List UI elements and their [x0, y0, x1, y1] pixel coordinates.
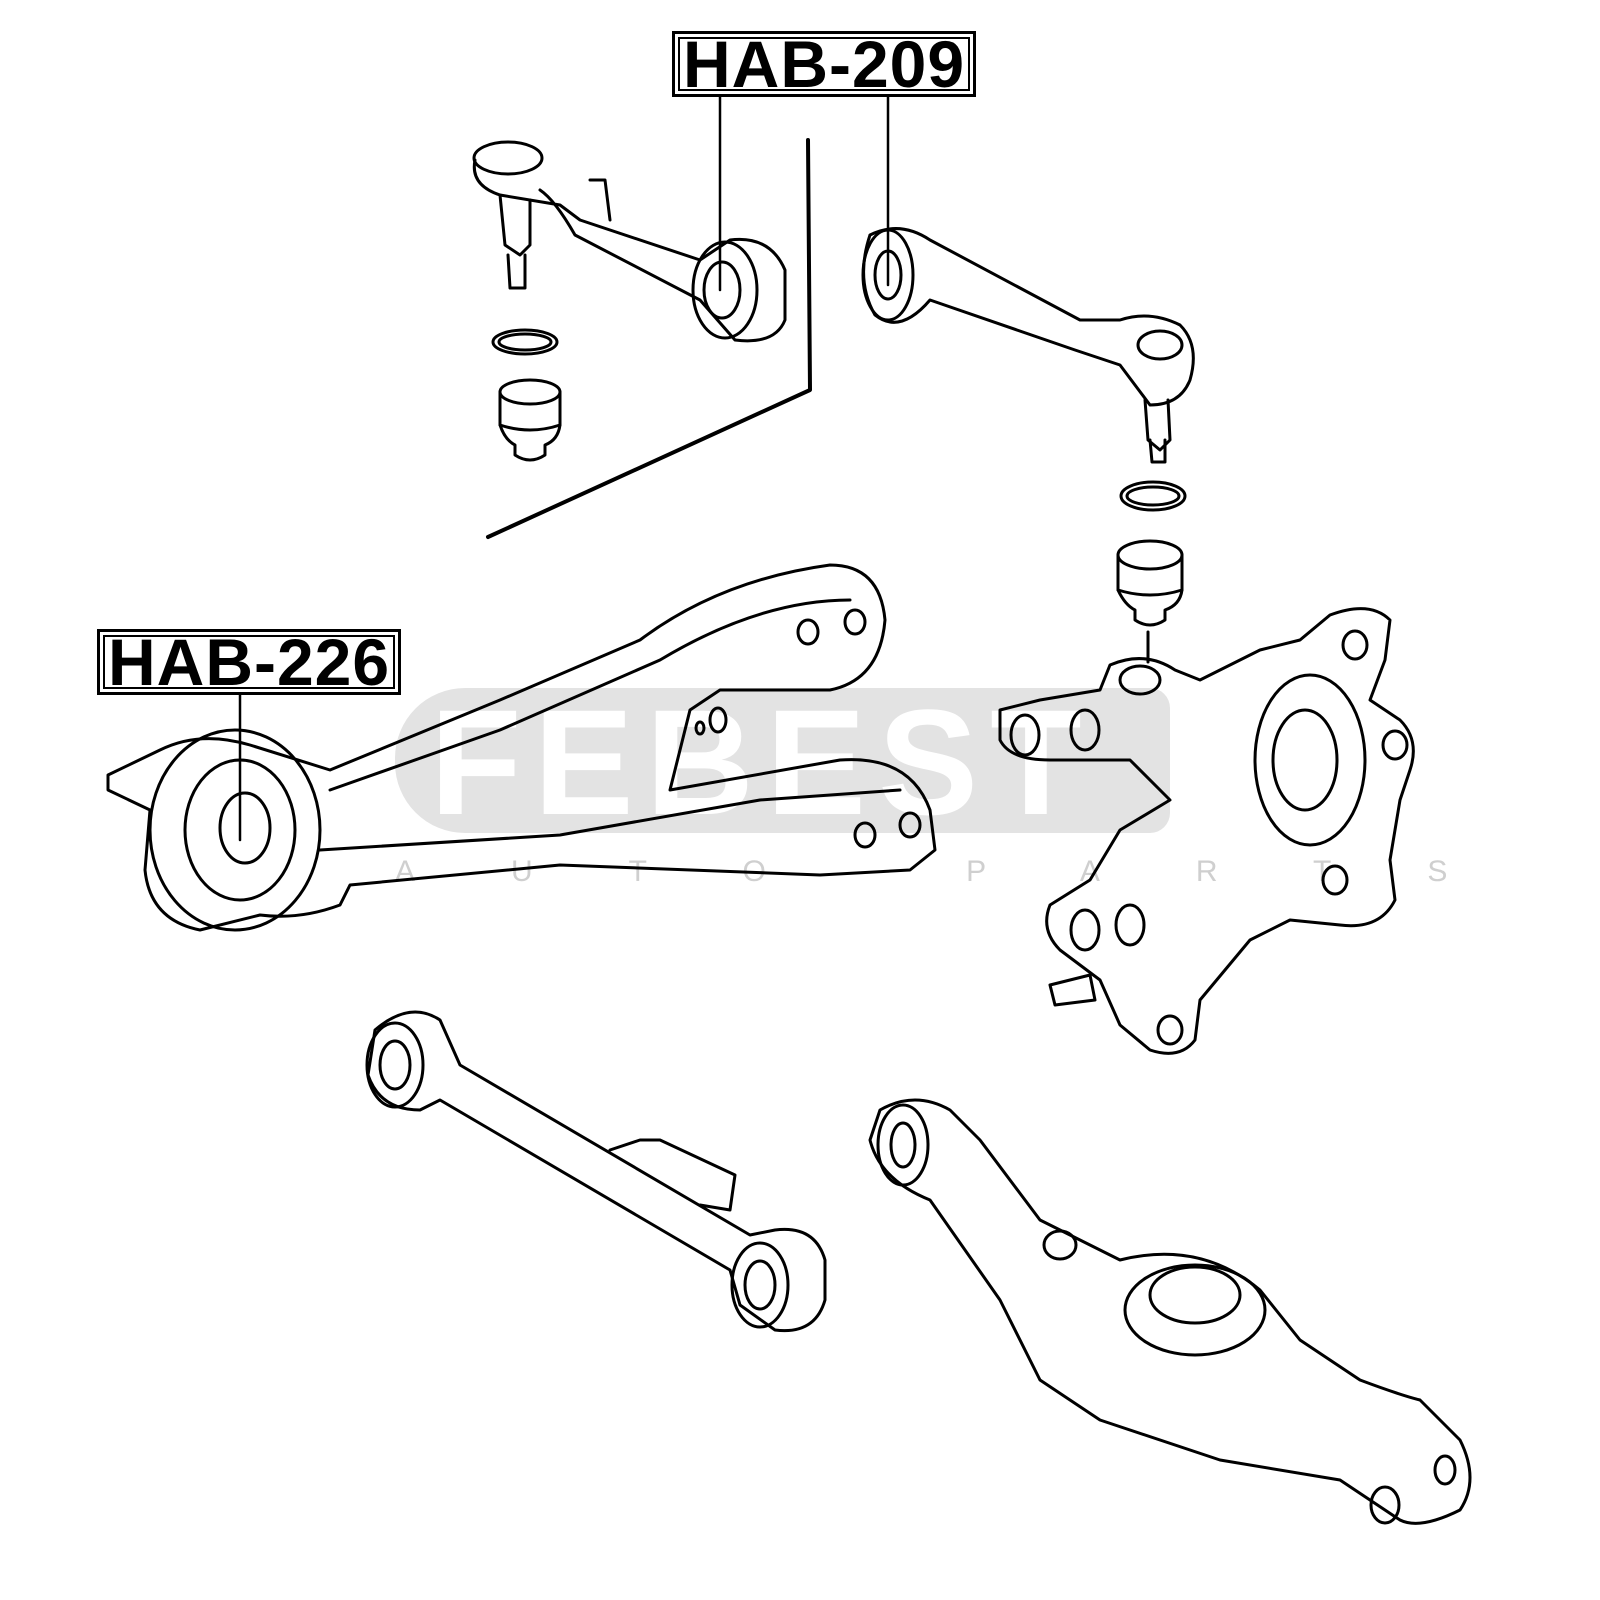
dust-boot-right [1116, 539, 1184, 627]
part-label-hab-226: HAB-226 [97, 629, 402, 695]
bracket-line [486, 138, 812, 539]
lower-control-arm [868, 1098, 1472, 1525]
trailing-arm [106, 563, 937, 932]
part-label-hab-209: HAB-209 [672, 31, 977, 97]
upper-left-control-arm [472, 140, 787, 343]
dust-boot-ring-right [1119, 480, 1187, 512]
upper-right-control-arm [861, 227, 1195, 464]
knuckle [998, 607, 1415, 1055]
ring-inner [497, 332, 553, 352]
dust-boot-ring-left [491, 328, 559, 356]
ring-inner [1125, 485, 1181, 507]
lateral-link [365, 1010, 827, 1333]
dust-boot-left [498, 378, 562, 462]
